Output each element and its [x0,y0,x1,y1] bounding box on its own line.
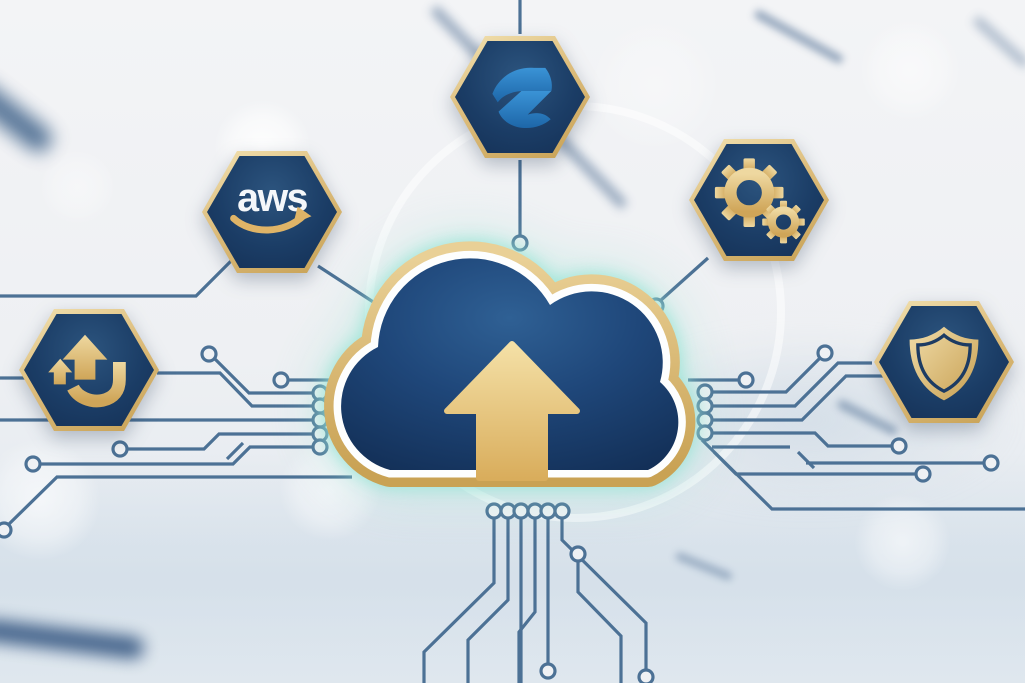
shield-icon [909,326,979,401]
cloud-platform-logo-icon [492,67,552,129]
node-security [874,301,1014,423]
bokeh-light [860,20,960,120]
aws-logo-icon: aws [230,176,312,234]
bokeh-light [590,20,720,150]
node-aws: aws [202,151,342,273]
upload-arrow [444,341,580,481]
bokeh-light [40,150,115,225]
node-services [689,139,829,261]
bokeh-light [855,495,950,590]
gears-icon [714,158,805,244]
up-arrows-icon [48,334,126,408]
node-migration [19,309,159,431]
trace-bottom-bundle [422,502,655,683]
node-cloud-platform [450,36,590,158]
hexagon-border [19,309,159,431]
cloud-upload-icon [324,241,696,487]
trace-right-bundle [688,344,1025,511]
bokeh-light [0,440,100,560]
aws-smile-arrowhead [293,206,312,224]
